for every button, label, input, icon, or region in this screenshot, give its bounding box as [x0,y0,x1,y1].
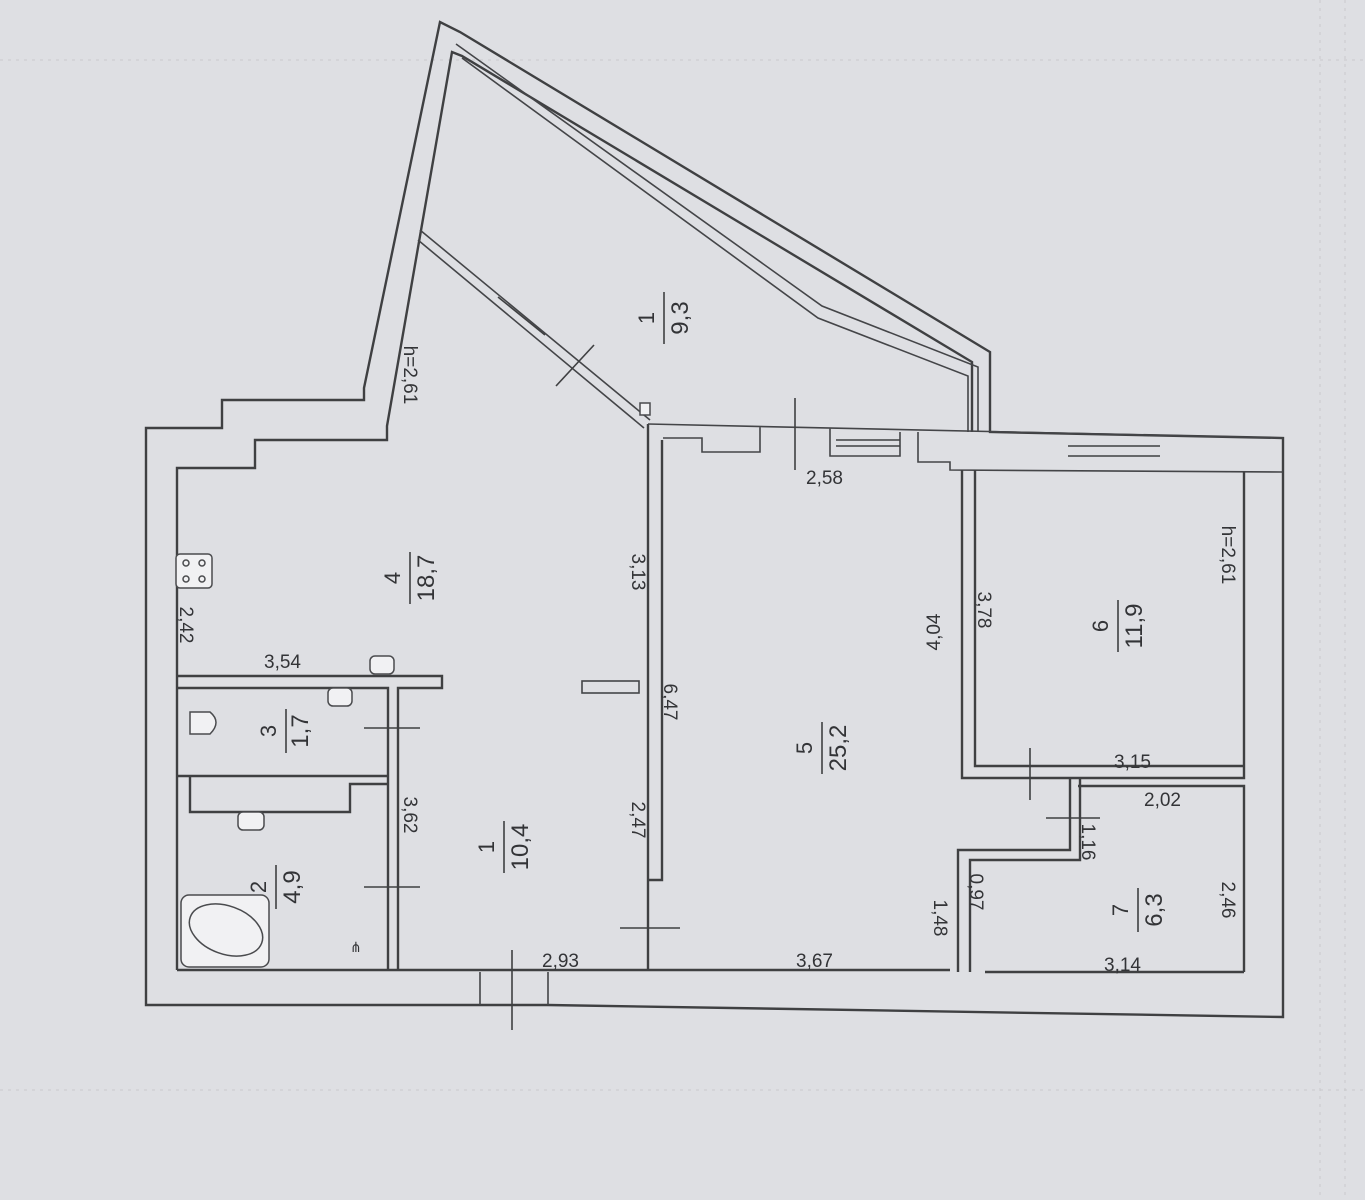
room-7-wall [956,778,1246,972]
balcony-glazing [455,43,979,432]
dim-4-04: 4,04 [924,613,945,650]
balcony-post [639,402,651,416]
room-label-room-7: 7 6,3 [1108,888,1168,932]
dim-0-97: 0,97 [965,874,986,911]
dim-2-47: 2,47 [627,802,648,839]
dim-1-16: 1,16 [1077,824,1098,861]
dim-3-78: 3,78 [973,592,994,629]
dim-3-15: 3,15 [1114,752,1151,773]
partition-wall-a [646,424,664,970]
svg-text:4: 4 [380,572,405,584]
svg-text:3: 3 [256,725,281,737]
dim-3-62: 3,62 [399,797,420,834]
svg-text:5: 5 [792,742,817,754]
svg-text:10,4: 10,4 [507,824,534,871]
room-label-bedroom: 6 11,9 [1088,600,1148,652]
dim-3-14: 3,14 [1104,955,1141,976]
svg-text:1: 1 [634,312,659,324]
svg-text:7: 7 [1108,904,1133,916]
dim-2-46: 2,46 [1217,882,1238,919]
svg-text:9,3: 9,3 [667,301,694,334]
svg-text:11,9: 11,9 [1121,604,1148,649]
bottom-wall [177,968,1244,974]
entry-door-jambs [479,972,549,1005]
wet-block-wall [177,674,444,970]
dim-2-93: 2,93 [542,951,579,972]
svg-text:1: 1 [474,841,499,853]
height-left: h=2,61 [399,346,420,405]
top-wall-line [647,423,1284,473]
dim-6-47: 6,47 [659,684,680,721]
height-right: h=2,61 [1217,526,1238,585]
svg-text:18,7: 18,7 [413,555,440,602]
wc-sink-icon [327,687,353,707]
dim-3-67: 3,67 [796,951,833,972]
outer-wall [144,20,1285,1019]
svg-text:6,3: 6,3 [1141,893,1168,926]
dim-2-58: 2,58 [806,468,843,489]
sink-icon [369,655,395,675]
inner-wall-outline [175,50,974,970]
room-label-living: 5 25,2 [792,722,852,774]
room-label-bathroom: 2 4,9 [246,865,306,909]
svg-text:1,7: 1,7 [287,714,314,747]
toilet-icon [189,711,217,735]
balcony-door-wall [417,229,651,429]
room-6-wall [960,470,1246,780]
svg-text:6: 6 [1088,620,1113,632]
stove-icon [175,553,213,589]
svg-text:25,2: 25,2 [825,725,852,772]
partition-stub [581,680,640,694]
room-label-kitchen: 4 18,7 [380,552,440,604]
room-label-hall: 1 10,4 [474,821,534,873]
dim-1-48: 1,48 [929,900,950,937]
room-label-wc: 3 1,7 [256,709,314,753]
dim-2-02: 2,02 [1144,790,1181,811]
shower-icon: ⋔ [350,939,362,955]
bath-sink-icon [237,811,265,831]
svg-text:4,9: 4,9 [279,870,306,903]
svg-text:2: 2 [246,881,271,893]
room-label-balcony: 1 9,3 [634,292,694,344]
dim-3-54: 3,54 [264,652,301,673]
dim-3-13: 3,13 [627,554,648,591]
dim-2-42: 2,42 [175,607,196,644]
